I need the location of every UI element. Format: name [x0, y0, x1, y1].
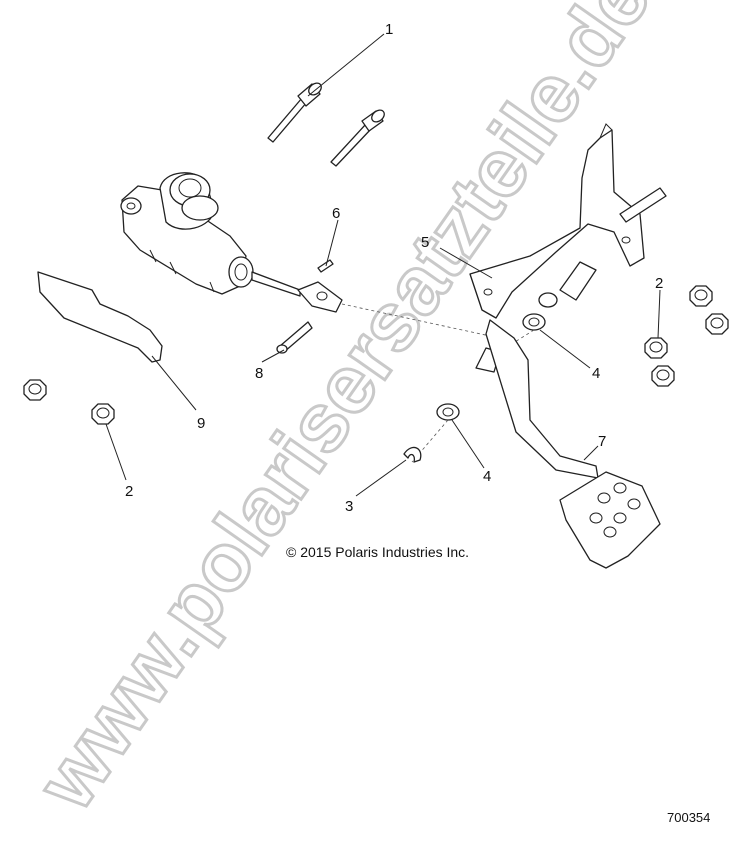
callout-6: 6: [332, 205, 340, 222]
callout-7: 7: [598, 433, 606, 450]
leader-lines: [105, 33, 661, 497]
copyright-text: © 2015 Polaris Industries Inc.: [286, 544, 469, 560]
heat-shield-9: [37, 271, 163, 363]
callout-2-right: 2: [655, 275, 663, 292]
diagram-number: 700354: [667, 810, 710, 825]
clevis-pin-8: [276, 321, 313, 354]
master-cylinder: [120, 172, 301, 297]
callout-3: 3: [345, 498, 353, 515]
callout-9: 9: [197, 415, 205, 432]
watermark: www.polarisersatzteile.de: [20, 0, 668, 826]
bushing-4-lower: [436, 403, 460, 421]
clevis: [297, 281, 343, 313]
callout-1: 1: [385, 21, 393, 38]
bushing-4-upper: [522, 313, 546, 331]
bolt-1: [267, 82, 385, 167]
callout-8: 8: [255, 365, 263, 382]
clip-3: [403, 446, 422, 463]
callout-4-upper: 4: [592, 365, 600, 382]
nut-2-left: [23, 379, 115, 425]
nut-2-right: [644, 285, 729, 387]
callout-5: 5: [421, 234, 429, 251]
alignment-line: [341, 303, 491, 337]
pedal-7: [475, 319, 661, 569]
callout-4-lower: 4: [483, 468, 491, 485]
callout-2-left: 2: [125, 483, 133, 500]
spring-pin-6: [317, 259, 334, 273]
bracket-5: [469, 123, 667, 319]
